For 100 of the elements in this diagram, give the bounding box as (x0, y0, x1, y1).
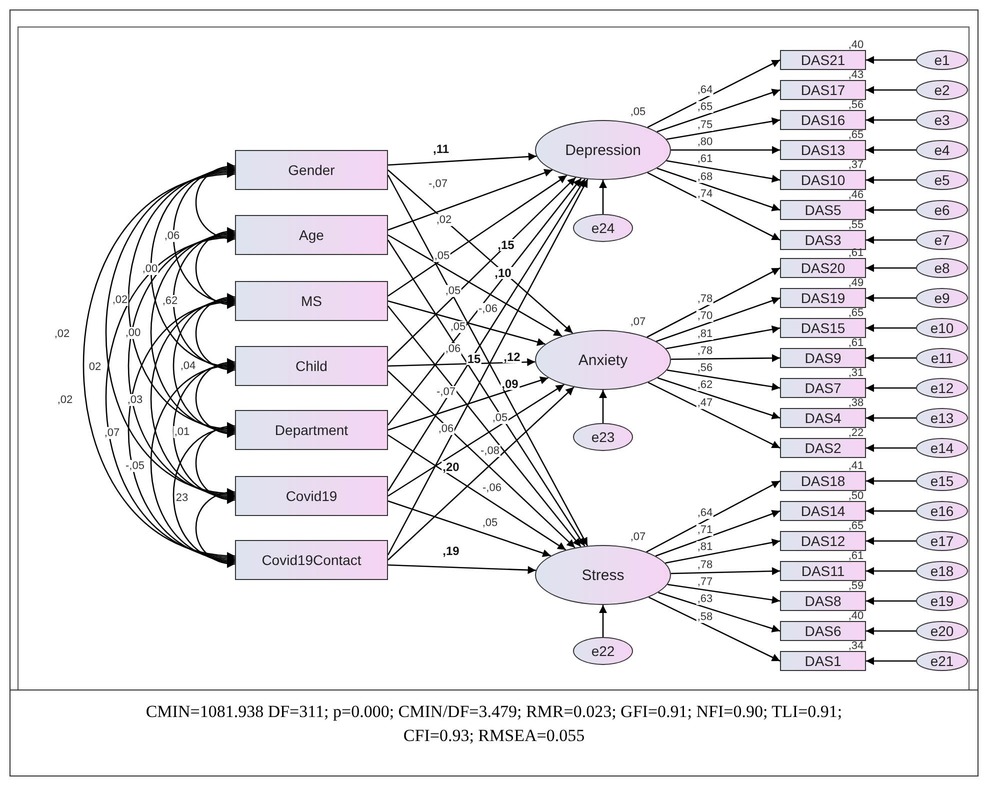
arrow (388, 234, 562, 337)
covariance-arrow (195, 162, 236, 242)
path-coefficient: ,06 (444, 343, 462, 355)
covariance-label: ,62 (161, 295, 179, 307)
r-squared-label: ,61 (847, 337, 865, 349)
edge-label: ,80 (696, 136, 714, 148)
r-squared-label: ,56 (847, 99, 865, 111)
r-squared-label: ,46 (847, 189, 865, 201)
arrow (388, 177, 576, 362)
covariance-arrow (172, 424, 236, 566)
r-squared-label: ,22 (847, 427, 865, 439)
path-coefficient: ,12 (502, 351, 522, 363)
r-squared-label: ,43 (847, 69, 865, 81)
covariance-label: ,00 (141, 263, 159, 275)
edge-label: ,74 (696, 188, 714, 200)
arrow (666, 325, 780, 350)
path-coefficient: -,06 (478, 303, 498, 315)
edge-label: ,70 (696, 310, 714, 322)
path-coefficient: 15 (466, 353, 482, 365)
arrow (388, 564, 536, 574)
r-squared-label: ,37 (847, 159, 865, 171)
error-ellipse: e11 (916, 348, 968, 368)
error-ellipse: e21 (916, 651, 968, 671)
arrow (388, 306, 582, 548)
arrow (648, 596, 780, 662)
r-squared-label: ,50 (847, 490, 865, 502)
indicator-box: DAS4 (780, 408, 866, 428)
error-ellipse: e15 (916, 471, 968, 491)
r-squared-label: ,65 (847, 520, 865, 532)
error-ellipse: e19 (916, 591, 968, 611)
path-coefficient: ,05 (491, 412, 509, 424)
error-ellipse: e18 (916, 561, 968, 581)
arrow (666, 369, 780, 391)
error-ellipse: e2 (916, 80, 968, 100)
r-squared-label: ,41 (847, 460, 865, 472)
error-ellipse: e9 (916, 288, 968, 308)
variable-box: Gender (235, 150, 388, 190)
error-ellipse: e4 (916, 140, 968, 160)
arrow (866, 56, 916, 64)
arrow (656, 88, 780, 132)
covariance-arrow (172, 164, 236, 306)
indicator-box: DAS3 (780, 230, 866, 250)
variable-box: Department (235, 410, 388, 450)
covariance-arrow (150, 362, 236, 564)
arrow (866, 324, 916, 332)
variable-box: Age (235, 215, 388, 255)
arrow (866, 414, 916, 422)
error-ellipse: e10 (916, 318, 968, 338)
r-squared-label: ,40 (847, 610, 865, 622)
path-coefficient: ,15 (496, 239, 516, 251)
fit-statistics-caption: CMIN=1081.938 DF=311; p=0.000; CMIN/DF=3.479; RMR=0.023; GFI=0.91; NFI=0.90; TLI=0.91; CFI=0.93; RMSEA=0.055 (144, 701, 844, 747)
covariance-arrow (83, 171, 236, 559)
arrow (866, 444, 916, 452)
path-coefficient: ,05 (449, 321, 467, 333)
path-coefficient: ,20 (442, 461, 460, 473)
arrow (666, 117, 780, 140)
covariance-label: ,02 (53, 328, 71, 340)
edge-label: ,71 (696, 524, 714, 536)
arrow (388, 358, 536, 367)
covariance-label: 23 (174, 492, 190, 504)
arrow (388, 370, 576, 548)
variable-box: Covid19Contact (235, 540, 388, 580)
arrow (648, 382, 780, 449)
covariance-arrow (195, 358, 236, 438)
edge-label: ,78 (696, 558, 714, 571)
arrow (866, 477, 916, 485)
covariance-label: ,00 (124, 327, 142, 339)
covariance-arrow (172, 230, 236, 372)
indicator-box: DAS11 (780, 561, 866, 581)
edge-label: ,64 (696, 84, 714, 96)
path-coefficient: -,06 (482, 482, 502, 494)
covariance-arrow (172, 360, 236, 502)
edge-label: ,47 (696, 396, 714, 409)
error-ellipse: e20 (916, 621, 968, 641)
arrow (866, 116, 916, 124)
arrow (388, 169, 553, 231)
arrow (866, 597, 916, 605)
covariance-arrow (150, 166, 236, 370)
path-coefficient: ,05 (481, 517, 499, 529)
error-ellipse: e6 (916, 200, 968, 220)
arrow (388, 500, 551, 558)
variable-box: MS (235, 281, 388, 321)
edge-label: ,63 (696, 593, 714, 606)
error-ellipse: e7 (916, 230, 968, 250)
covariance-arrow (128, 299, 236, 562)
path-coefficient: ,09 (500, 378, 520, 390)
variable-box: Covid19 (235, 476, 388, 516)
latent-ellipse: Depression (535, 120, 671, 180)
arrow (655, 510, 780, 557)
error-ellipse: e5 (916, 170, 968, 190)
r-squared-label: ,07 (629, 316, 647, 328)
path-coefficient: ,05 (433, 250, 451, 262)
edge-label: ,64 (696, 506, 714, 519)
arrow (866, 627, 916, 635)
r-squared-label: ,59 (847, 580, 865, 592)
path-coefficient: -,08 (480, 445, 500, 457)
r-squared-label: ,07 (629, 531, 647, 543)
latent-ellipse: Anxiety (535, 330, 671, 390)
arrow (656, 168, 780, 212)
error-ellipse: e24 (573, 214, 633, 242)
